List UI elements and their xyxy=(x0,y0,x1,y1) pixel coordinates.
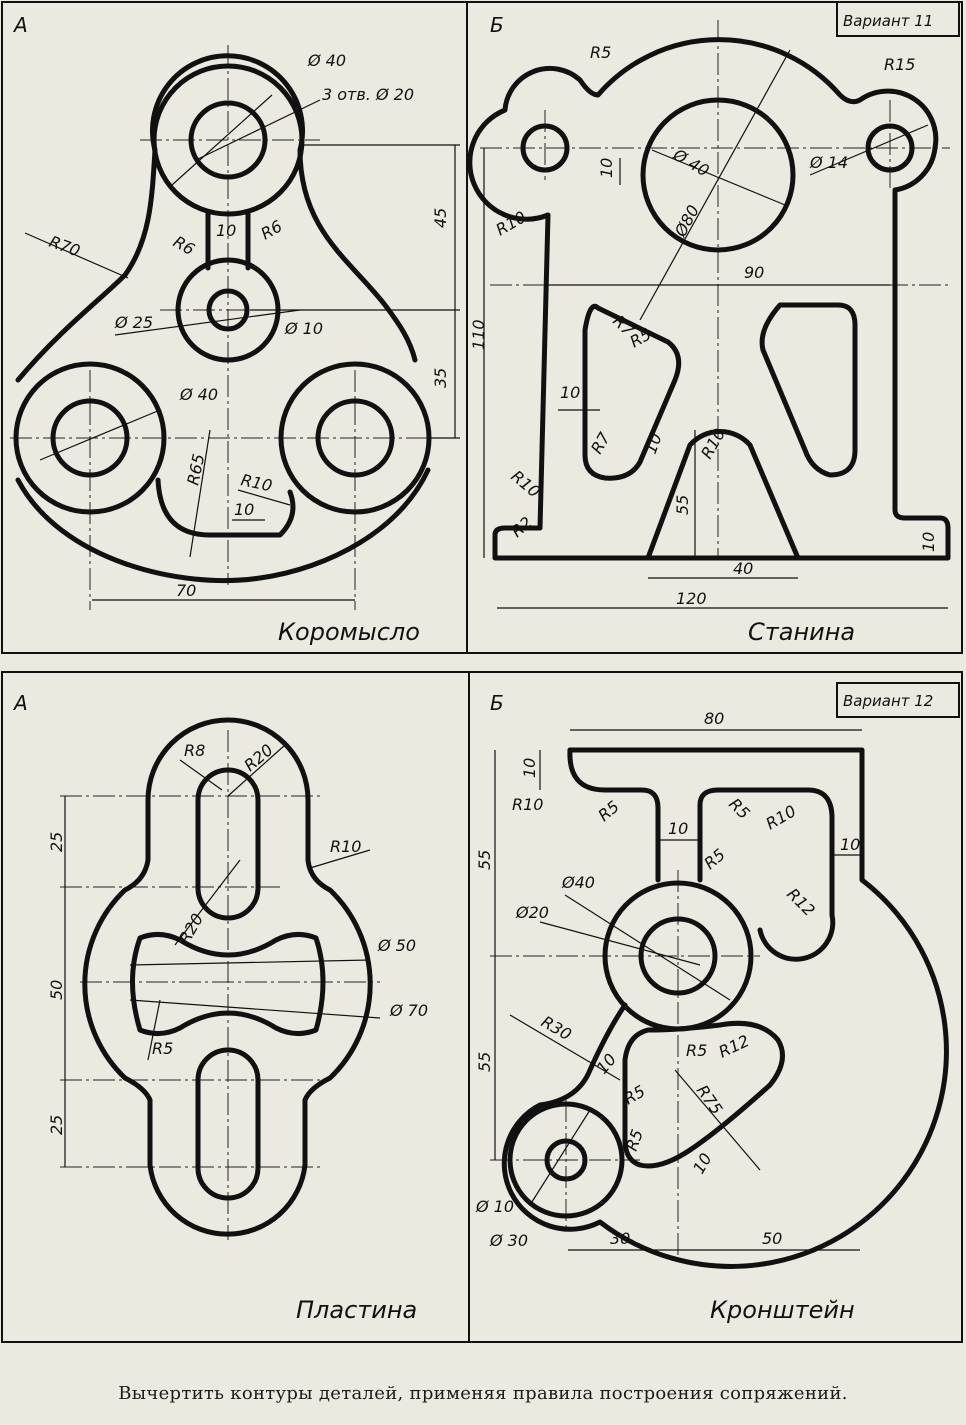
dim-bracket-0: 80 xyxy=(704,709,724,728)
dim-bracket-3: R5 xyxy=(594,797,623,825)
title-frame: Станина xyxy=(748,618,855,646)
dim-plate-5: Ø 50 xyxy=(377,936,416,955)
dim-frame-11: 10 xyxy=(560,383,580,402)
dim-bracket-19: R75 xyxy=(693,1081,727,1118)
dim-plate-9: 25 xyxy=(47,1115,66,1135)
dim-rocker-4: R6 xyxy=(170,232,198,259)
dim-plate-7: Ø 70 xyxy=(389,1001,428,1020)
dim-frame-0: R5 xyxy=(590,43,611,62)
bracket-drawing xyxy=(490,729,949,1269)
frame-drawing xyxy=(467,20,951,609)
dim-plate-1: R20 xyxy=(240,740,276,775)
dim-bracket-5: 10 xyxy=(668,819,688,838)
title-rocker: Коромысло xyxy=(278,618,420,646)
panel-label-b-top: Б xyxy=(490,13,504,37)
variant-11-label: Вариант 11 xyxy=(843,12,933,30)
panel-label-b-bottom: Б xyxy=(490,691,504,715)
variant-12-box xyxy=(836,682,960,718)
dim-bracket-21: 10 xyxy=(689,1150,716,1177)
dim-bracket-10: Ø40 xyxy=(561,873,595,892)
dim-rocker-6: R6 xyxy=(258,216,286,243)
dim-bracket-16: R5 xyxy=(686,1041,707,1060)
dim-frame-2: 10 xyxy=(597,158,616,178)
dim-bracket-8: 55 xyxy=(475,850,494,870)
plate-dimensions: R8 R20 25 R10 R20 Ø 50 50 Ø 70 R5 25 xyxy=(47,740,428,1135)
dim-rocker-14: 70 xyxy=(176,581,196,600)
dim-bracket-15: 55 xyxy=(475,1052,494,1072)
dim-frame-7: 90 xyxy=(744,263,764,282)
dim-bracket-17: R12 xyxy=(716,1031,753,1062)
dim-bracket-2: R10 xyxy=(512,795,543,814)
dim-rocker-1: 3 отв. Ø 20 xyxy=(322,85,414,104)
dim-rocker-8: Ø 10 xyxy=(284,319,323,338)
dim-bracket-9: R5 xyxy=(700,845,729,873)
dim-frame-19: 10 xyxy=(919,532,938,552)
dim-bracket-7: 10 xyxy=(840,835,860,854)
dim-rocker-5: 10 xyxy=(216,221,236,240)
dim-bracket-23: Ø 30 xyxy=(489,1231,528,1250)
dim-bracket-11: Ø20 xyxy=(515,903,549,922)
dim-frame-8: 110 xyxy=(469,319,488,350)
rocker-drawing xyxy=(10,45,460,610)
dim-bracket-4: R5 xyxy=(725,794,753,822)
dim-plate-3: R10 xyxy=(330,837,361,856)
dim-bracket-12: R12 xyxy=(783,884,819,920)
dim-plate-8: R5 xyxy=(152,1039,173,1058)
panel-label-a-top: А xyxy=(12,13,28,37)
dim-bracket-13: R30 xyxy=(538,1012,575,1044)
dim-bracket-22: Ø 10 xyxy=(475,1197,514,1216)
assignment-caption: Вычертить контуры деталей, применяя прав… xyxy=(118,1383,848,1404)
title-bracket: Кронштейн xyxy=(710,1296,855,1324)
dim-bracket-1: 10 xyxy=(520,758,539,778)
variant-11-box xyxy=(836,1,960,37)
dim-bracket-24: 30 xyxy=(610,1229,630,1248)
dim-frame-1: R15 xyxy=(884,55,915,74)
dim-frame-4: Ø 14 xyxy=(809,153,848,172)
panel-label-a-bottom: А xyxy=(12,691,28,715)
dim-rocker-10: Ø 40 xyxy=(179,385,218,404)
dim-rocker-11: R65 xyxy=(183,452,208,487)
dim-plate-0: R8 xyxy=(184,741,205,760)
dim-frame-18: 40 xyxy=(733,559,753,578)
dim-rocker-13: 10 xyxy=(234,500,254,519)
title-plate: Пластина xyxy=(296,1296,417,1324)
dim-frame-20: 120 xyxy=(676,589,707,608)
dim-rocker-2: 45 xyxy=(431,208,450,228)
variant-12-label: Вариант 12 xyxy=(843,692,933,710)
dim-rocker-7: Ø 25 xyxy=(114,313,153,332)
dim-bracket-6: R10 xyxy=(763,801,800,833)
bottom-sheet-frame xyxy=(1,671,963,1343)
dim-plate-2: 25 xyxy=(47,832,66,852)
dim-frame-12: R7 xyxy=(587,428,615,457)
dim-frame-3: Ø 40 xyxy=(669,145,712,181)
top-sheet-frame xyxy=(1,1,963,654)
dim-frame-15: R10 xyxy=(507,467,543,502)
dim-frame-17: R2 xyxy=(507,513,536,541)
dim-rocker-0: Ø 40 xyxy=(307,51,346,70)
dim-plate-6: 50 xyxy=(47,980,66,1000)
dim-rocker-3: R70 xyxy=(47,232,83,261)
dim-frame-16: 55 xyxy=(673,495,692,515)
dim-rocker-9: 35 xyxy=(431,368,450,388)
plate-drawing xyxy=(60,717,381,1240)
dim-bracket-25: 50 xyxy=(762,1229,782,1248)
